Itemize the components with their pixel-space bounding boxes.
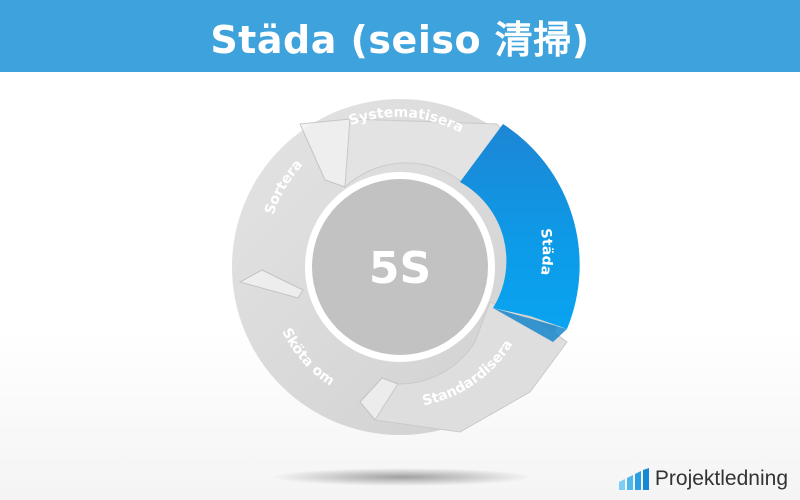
ground-shadow xyxy=(272,468,532,486)
center-label: 5S xyxy=(369,243,431,294)
center-disc xyxy=(312,179,488,355)
diagram-stage: 5S Sortera Systematisera Städa Standardi… xyxy=(0,72,800,500)
title-bar: Städa (seiso 清掃) xyxy=(0,0,800,72)
brand-logo: Projektledning xyxy=(618,467,788,490)
five-s-cycle-diagram: 5S Sortera Systematisera Städa Standardi… xyxy=(232,99,580,486)
segment-stada-fold xyxy=(493,308,567,342)
segment-standardisera xyxy=(374,301,568,433)
page-title: Städa (seiso 清掃) xyxy=(210,17,590,62)
segment-label-stada-text: Städa xyxy=(537,228,555,277)
segment-stada xyxy=(460,124,580,329)
segment-label-stada: Städa xyxy=(537,228,555,277)
segment-dividers xyxy=(238,118,399,421)
logo-text: Projektledning xyxy=(654,467,788,490)
bar-chart-icon xyxy=(618,468,649,490)
